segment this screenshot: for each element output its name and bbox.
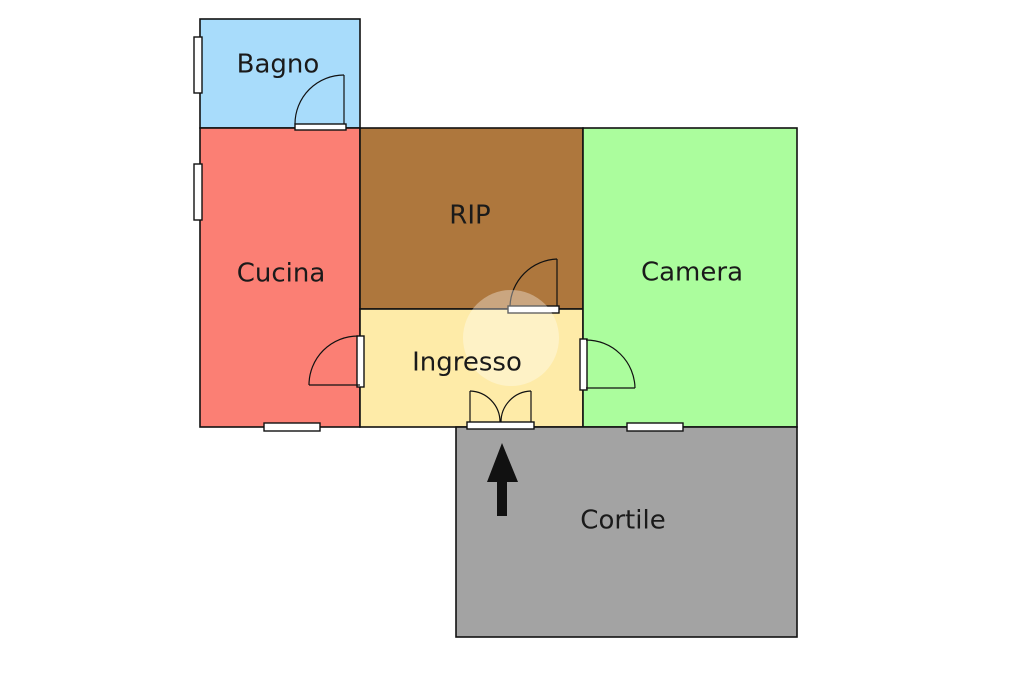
room-label-cortile: Cortile [580,506,665,536]
door-entrance-double [466,390,535,430]
room-label-bagno: Bagno [237,50,320,80]
door-camera [579,338,636,391]
room-ingresso [359,308,584,428]
door-rip [507,258,560,314]
room-camera [582,127,798,428]
room-label-ingresso: Ingresso [412,348,522,378]
room-rip [359,127,584,310]
room-label-camera: Camera [641,258,743,288]
room-cucina [199,127,361,428]
room-label-cucina: Cucina [237,259,326,289]
window-camera-bottom [626,422,684,432]
room-bagno [199,18,361,129]
room-label-rip: RIP [449,201,490,231]
window-cucina-left [193,163,203,221]
room-cortile [455,426,798,638]
up-arrow-icon [487,443,518,516]
watermark-logo [463,290,559,386]
door-bagno [294,74,347,131]
window-bagno-left [193,36,203,94]
door-cucina [308,335,365,388]
window-cucina-bottom [263,422,321,432]
